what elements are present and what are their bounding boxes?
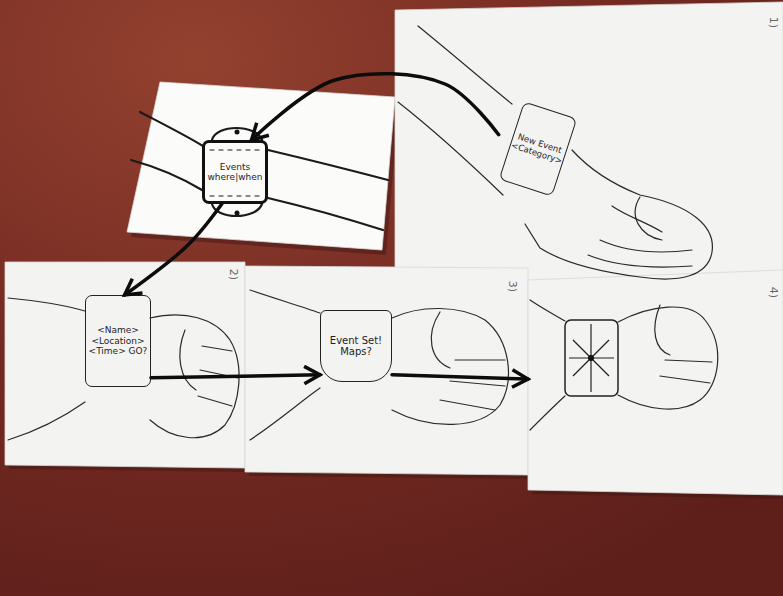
flow-arrow: [125, 204, 222, 295]
map-screen: [565, 320, 618, 396]
paper-sheet: 4): [528, 278, 783, 493]
watch-screen: New Event <Category>: [499, 101, 578, 196]
paper-sheet: 1) New Event <Category>: [395, 8, 783, 293]
watch-screen: Event Set! Maps?: [320, 310, 392, 382]
watch-screen: Events where|when: [202, 140, 268, 204]
flow-arrow: [392, 375, 528, 379]
index-card: [127, 82, 395, 250]
screen-text: Events where|when: [207, 162, 263, 183]
paper-sheets: [5, 2, 783, 495]
screen-text: <Name> <Location> <Time> GO?: [88, 325, 148, 356]
watch-screen: <Name> <Location> <Time> GO?: [85, 295, 151, 387]
screen-text: Event Set! Maps?: [323, 335, 389, 358]
callout-number: 3): [506, 281, 519, 292]
screen-text: New Event <Category>: [510, 132, 567, 167]
flow-arrow: [151, 375, 320, 378]
callout-number: 1): [767, 17, 780, 28]
callout-number: 4): [767, 287, 780, 298]
flow-arrow: [252, 74, 499, 140]
paper-sheet: 2) <Name> <Location> <Time> GO?: [5, 262, 245, 467]
paper-sheet: 3) Event Set! Maps?: [245, 266, 528, 474]
arm-sketches: [8, 26, 718, 440]
callout-number: 2): [227, 269, 240, 280]
